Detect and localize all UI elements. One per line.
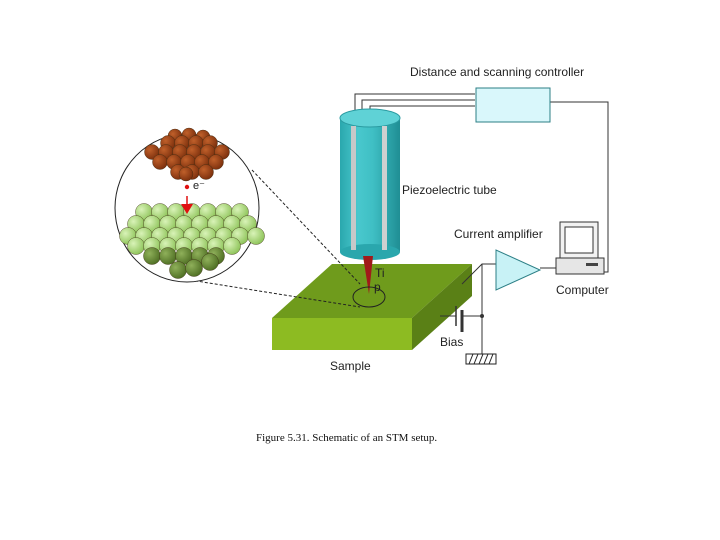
sample-slab xyxy=(272,264,472,350)
magnified-view xyxy=(114,127,265,283)
piezoelectric-tube xyxy=(339,108,401,260)
sample-atoms xyxy=(119,203,265,279)
electron-dot xyxy=(184,184,190,190)
figure-caption: Figure 5.31. Schematic of an STM setup. xyxy=(256,432,438,444)
sample-atom xyxy=(201,253,219,271)
controller-box xyxy=(475,87,551,123)
electron-label: e⁻ xyxy=(193,180,205,192)
ground-symbol xyxy=(465,316,497,365)
magnification-lines xyxy=(189,169,361,308)
tip-atom xyxy=(198,164,214,180)
computer-label: Computer xyxy=(556,283,609,297)
current-amplifier xyxy=(495,249,542,291)
sample-atom xyxy=(159,247,177,265)
sample-atom xyxy=(143,247,161,265)
tip-label-line2: p xyxy=(374,280,381,294)
sample-atom xyxy=(247,227,265,245)
sample-label: Sample xyxy=(330,359,371,373)
tip-atom xyxy=(208,154,224,170)
bias-label: Bias xyxy=(440,335,464,349)
tip-atom xyxy=(152,154,168,170)
tip-label-line1: Ti xyxy=(375,266,385,280)
sample-atom xyxy=(169,261,187,279)
bias-battery xyxy=(440,306,482,332)
sample-atom xyxy=(185,259,203,277)
computer-icon xyxy=(555,221,605,275)
sample-atom xyxy=(127,237,145,255)
current-amplifier-label: Current amplifier xyxy=(454,227,543,241)
piezo-tube-label: Piezoelectric tube xyxy=(402,183,497,197)
tip-atoms xyxy=(144,127,230,182)
tip-atom xyxy=(178,166,194,182)
sample-atom xyxy=(223,237,241,255)
tunneling-arrow xyxy=(181,204,193,214)
controller-label: Distance and scanning controller xyxy=(410,65,585,79)
tip-region-circle xyxy=(352,286,386,308)
stm-tip xyxy=(363,256,373,294)
